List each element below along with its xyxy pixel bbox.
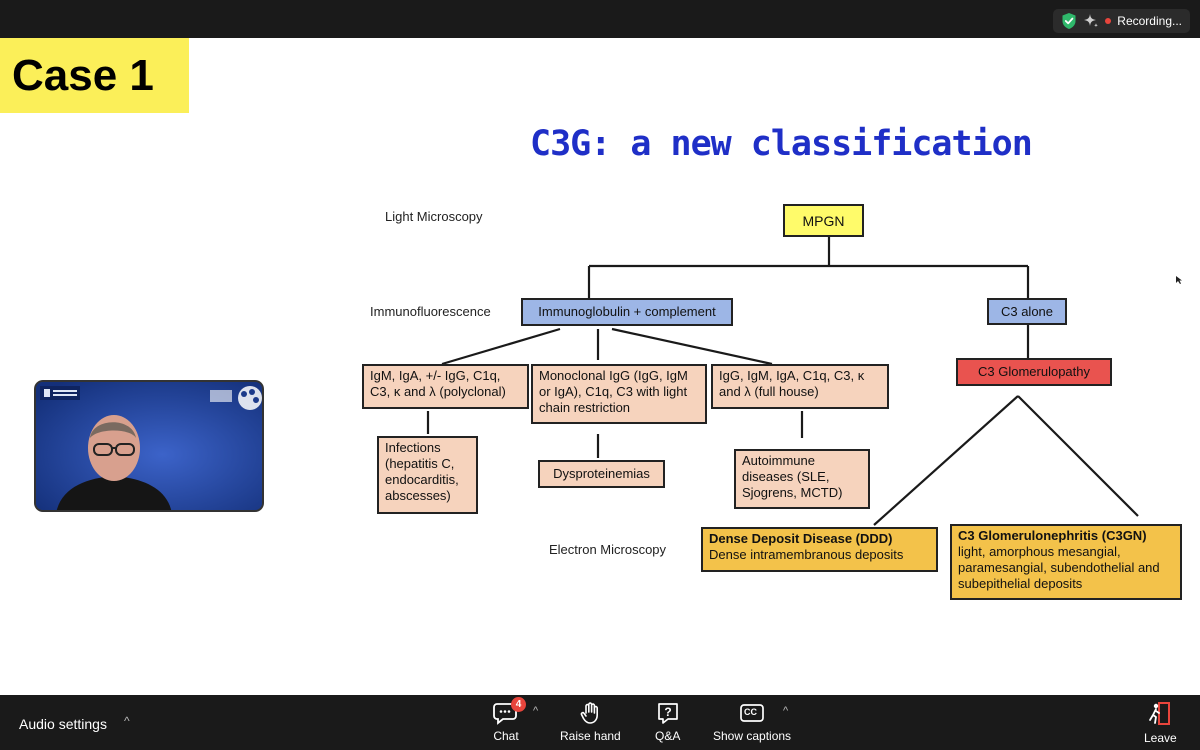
raise-hand-icon <box>581 702 599 724</box>
level-label-immunofluorescence: Immunofluorescence <box>370 304 491 319</box>
node-c3gn-desc: light, amorphous mesangial, paramesangia… <box>958 544 1160 591</box>
top-bar: Recording... <box>0 0 1200 38</box>
qa-button[interactable]: ? Q&A <box>655 701 680 743</box>
chat-unread-badge: 4 <box>511 697 526 712</box>
mouse-cursor-icon <box>1176 276 1182 284</box>
node-c3-alone: C3 alone <box>987 298 1067 325</box>
node-mpgn: MPGN <box>783 204 864 237</box>
level-label-light-microscopy: Light Microscopy <box>385 209 483 224</box>
recording-dot-icon <box>1105 18 1112 24</box>
raise-hand-label: Raise hand <box>560 729 621 743</box>
node-dense-deposit-disease: Dense Deposit Disease (DDD) Dense intram… <box>701 527 938 572</box>
node-ddd-desc: Dense intramembranous deposits <box>709 547 904 562</box>
slide-title: C3G: a new classification <box>530 124 1033 164</box>
participant-video-tile[interactable] <box>34 380 264 512</box>
audio-settings-chevron-icon[interactable]: ^ <box>124 714 130 728</box>
shared-screen: Case 1 C3G: a new classification Light M… <box>0 38 1200 695</box>
leave-label: Leave <box>1144 731 1177 745</box>
chat-label: Chat <box>493 729 519 743</box>
leave-door-icon <box>1149 702 1171 725</box>
node-c3-glomerulopathy: C3 Glomerulopathy <box>956 358 1112 386</box>
node-infections: Infections (hepatitis C, endocarditis, a… <box>377 436 478 514</box>
node-c3-glomerulonephritis: C3 Glomerulonephritis (C3GN) light, amor… <box>950 524 1182 600</box>
qa-label: Q&A <box>655 729 681 743</box>
show-captions-label: Show captions <box>713 729 792 743</box>
recording-text: Recording... <box>1117 14 1182 28</box>
chat-chevron-icon[interactable]: ^ <box>533 705 539 717</box>
captions-chevron-icon[interactable]: ^ <box>783 705 789 717</box>
meeting-toolbar: Audio settings ^ Chat 4 ^ Raise hand ? Q… <box>0 695 1200 750</box>
level-label-electron-microscopy: Electron Microscopy <box>549 542 667 557</box>
node-autoimmune: Autoimmune diseases (SLE, Sjogrens, MCTD… <box>734 449 870 509</box>
raise-hand-button[interactable]: Raise hand <box>560 701 621 743</box>
audio-settings-button[interactable]: Audio settings <box>19 716 107 732</box>
node-polyclonal: IgM, IgA, +/- IgG, C1q, C3, κ and λ (pol… <box>362 364 529 409</box>
diagram-connectors <box>426 237 1139 526</box>
case-label: Case 1 <box>0 38 189 113</box>
captions-icon-text: CC <box>744 707 757 717</box>
recording-indicator[interactable]: Recording... <box>1053 9 1190 33</box>
node-c3gn-title: C3 Glomerulonephritis (C3GN) <box>958 528 1147 543</box>
svg-text:?: ? <box>664 705 671 719</box>
node-ddd-title: Dense Deposit Disease (DDD) <box>709 531 893 546</box>
question-icon: ? <box>657 703 678 724</box>
node-monoclonal: Monoclonal IgG (IgG, IgM or IgA), C1q, C… <box>531 364 707 424</box>
node-immunoglobulin-complement: Immunoglobulin + complement <box>521 298 733 326</box>
leave-button[interactable]: Leave <box>1144 701 1177 745</box>
participant-video-icon <box>36 382 262 510</box>
shield-check-icon <box>1062 13 1076 29</box>
closed-captions-icon <box>740 704 764 722</box>
sparkle-icon <box>1084 14 1099 28</box>
node-full-house: IgG, IgM, IgA, C1q, C3, κ and λ (full ho… <box>711 364 889 409</box>
show-captions-button[interactable]: Show captions <box>713 701 791 743</box>
node-dysproteinemias: Dysproteinemias <box>538 460 665 488</box>
